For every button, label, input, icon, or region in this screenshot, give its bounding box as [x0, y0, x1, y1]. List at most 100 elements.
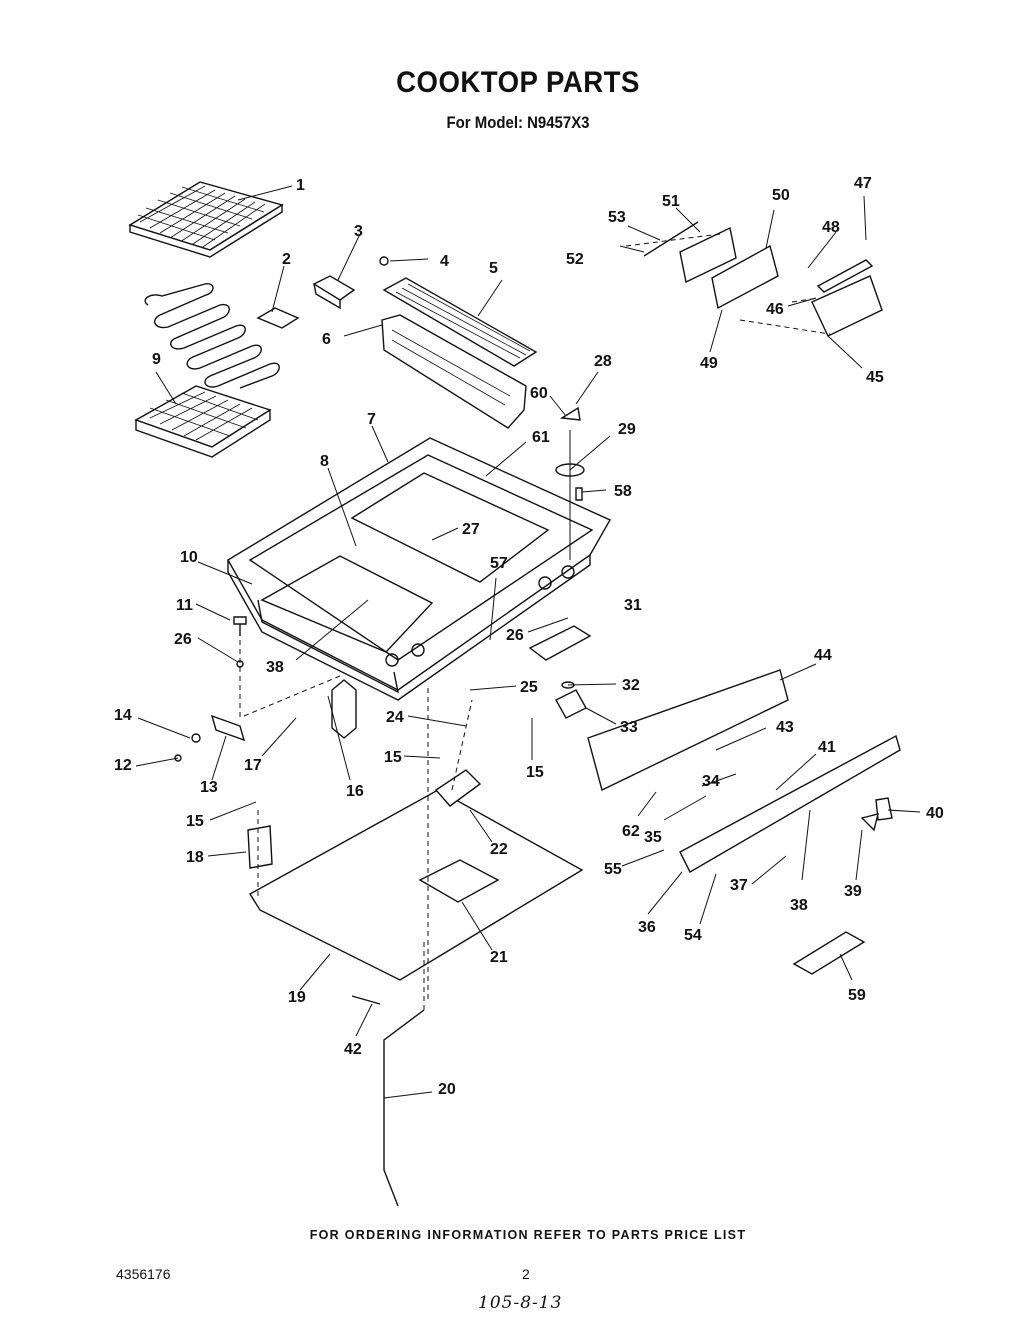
callout-label: 50 — [772, 187, 790, 204]
callout-label: 22 — [490, 841, 508, 858]
callout-label: 51 — [662, 193, 680, 210]
part-33-block — [555, 689, 587, 719]
callout-label: 13 — [200, 779, 218, 796]
callout-label: 40 — [926, 805, 944, 822]
callout-label: 19 — [288, 989, 306, 1006]
callout-label: 12 — [114, 757, 132, 774]
callout-label: 49 — [700, 355, 718, 372]
part-59-plate — [792, 931, 866, 975]
part-switch — [312, 275, 356, 310]
part-20-rod — [383, 1009, 425, 1207]
part-39-knob — [860, 813, 879, 832]
callout-label: 35 — [644, 829, 662, 846]
callout-label: 41 — [818, 739, 836, 756]
callout-label: 32 — [622, 677, 640, 694]
callout-label: 46 — [766, 301, 784, 318]
callout-label: 38 — [790, 897, 808, 914]
callout-label: 31 — [624, 597, 642, 614]
part-broil-pan — [134, 385, 272, 458]
page-title: COOKTOP PARTS — [396, 66, 640, 99]
callout-label: 52 — [566, 251, 584, 268]
model-subtitle: For Model: N9457X3 — [446, 113, 590, 132]
callout-label: 15 — [384, 749, 402, 766]
ordering-note: FOR ORDERING INFORMATION REFER TO PARTS … — [309, 1228, 747, 1242]
callout-label: 61 — [532, 429, 550, 446]
callout-label: 11 — [176, 597, 193, 614]
callout-label: 9 — [152, 351, 161, 368]
part-58-screw — [575, 487, 583, 501]
part-31-bracket — [528, 625, 592, 661]
callout-label: 44 — [814, 647, 832, 664]
part-45-cover — [811, 275, 883, 337]
part-21-shield — [418, 859, 500, 903]
callout-label: 1 — [296, 177, 305, 194]
callout-label: 26 — [174, 631, 192, 648]
handwritten-note: 105-8-13 — [478, 1293, 563, 1313]
callout-label: 38 — [266, 659, 284, 676]
callout-label: 39 — [844, 883, 862, 900]
callout-label: 14 — [114, 707, 132, 724]
part-side-rail — [679, 734, 901, 873]
callout-label: 3 — [354, 223, 363, 240]
callout-label: 37 — [730, 877, 748, 894]
callout-label: 17 — [244, 757, 262, 774]
callout-label: 21 — [490, 949, 508, 966]
callout-label: 7 — [367, 411, 376, 428]
part-11-bolt — [233, 616, 247, 636]
callout-label: 5 — [489, 260, 498, 277]
callout-label: 16 — [346, 783, 364, 800]
callout-label: 10 — [180, 549, 198, 566]
callout-label: 42 — [344, 1041, 362, 1058]
callout-label: 29 — [618, 421, 636, 438]
part-22-bracket — [434, 769, 482, 807]
callout-label: 18 — [186, 849, 204, 866]
part-4-screw — [379, 256, 389, 266]
callout-label: 15 — [186, 813, 204, 830]
callout-label: 24 — [386, 709, 404, 726]
part-47-strip — [816, 259, 874, 293]
part-14-clip — [191, 733, 201, 743]
callout-label: 34 — [702, 773, 720, 790]
part-51-panel — [679, 226, 737, 284]
part-53-rod — [643, 221, 699, 257]
callout-label: 28 — [594, 353, 612, 370]
part-40-knob — [875, 797, 893, 821]
callout-label: 26 — [506, 627, 524, 644]
callout-label: 55 — [604, 861, 622, 878]
callout-label: 62 — [622, 823, 640, 840]
callout-label: 45 — [866, 369, 884, 386]
callout-label: 54 — [684, 927, 702, 944]
document-number: 4356176 — [116, 1266, 171, 1282]
part-50-panel — [711, 244, 779, 310]
part-13-bracket — [210, 714, 246, 742]
callout-label: 53 — [608, 209, 626, 226]
part-vent-grille — [382, 277, 538, 367]
callout-label: 15 — [526, 764, 544, 781]
callout-label: 4 — [440, 253, 449, 270]
part-heating-element — [144, 283, 300, 389]
part-16-bracket — [331, 679, 357, 739]
callout-label: 33 — [620, 719, 638, 736]
part-panel — [381, 314, 527, 429]
callout-label: 57 — [490, 555, 508, 572]
part-12-screw — [174, 754, 182, 762]
callout-label: 36 — [638, 919, 656, 936]
callout-label: 8 — [320, 453, 329, 470]
page-number: 2 — [522, 1266, 530, 1282]
callout-label: 20 — [438, 1081, 456, 1098]
callout-label: 25 — [520, 679, 538, 696]
part-19-bottom-panel — [249, 789, 584, 981]
part-cooktop-body — [227, 437, 611, 701]
callout-label: 48 — [822, 219, 840, 236]
part-burner-pan — [257, 599, 399, 694]
part-42-clip — [351, 995, 381, 1005]
callout-label: 58 — [614, 483, 632, 500]
part-28-cap — [559, 406, 581, 421]
callout-label: 2 — [282, 251, 291, 268]
part-44-rail — [587, 669, 789, 791]
part-18-bracket — [247, 825, 273, 869]
callout-label: 43 — [776, 719, 794, 736]
part-rack-top — [128, 181, 284, 258]
callout-label: 6 — [322, 331, 331, 348]
